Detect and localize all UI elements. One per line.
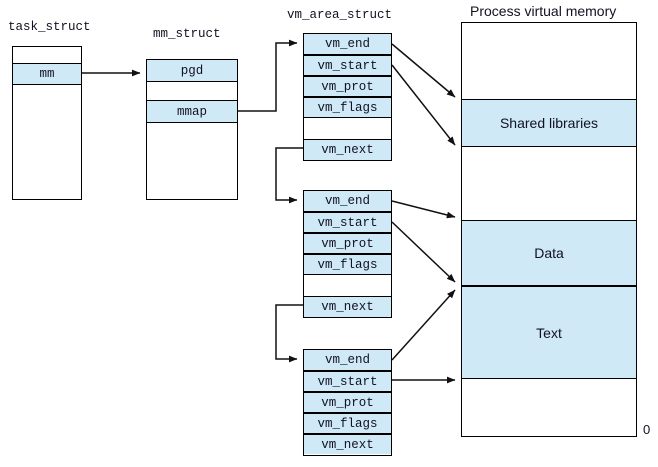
mm-struct-title: mm_struct (153, 27, 221, 41)
vm-area-0-field-vm-start[interactable]: vm_start (304, 55, 391, 76)
vm-area-1-field-vm-end[interactable]: vm_end (304, 191, 391, 212)
vm-area-2-field-vm-next[interactable]: vm_next (304, 434, 391, 454)
mm-struct-box: pgd mmap (146, 59, 238, 200)
vm-area-struct-block-1: vm_end vm_start vm_prot vm_flags vm_next (303, 190, 392, 318)
vm-area-0-field-vm-next[interactable]: vm_next (304, 139, 391, 160)
wire-vma1-start-to-data-bottom (391, 221, 456, 283)
vm-area-0-field-vm-prot[interactable]: vm_prot (304, 76, 391, 97)
mm-struct-field-empty-1 (147, 82, 237, 100)
mm-struct-field-pgd[interactable]: pgd (147, 60, 237, 82)
vm-area-1-field-vm-flags[interactable]: vm_flags (304, 254, 391, 275)
vm-area-2-field-vm-start[interactable]: vm_start (304, 371, 391, 392)
wire-mmap-to-vma0 (238, 39, 298, 112)
mm-struct-field-empty-2 (147, 123, 237, 199)
vm-area-struct-title: vm_area_struct (287, 8, 393, 22)
process-memory-title: Process virtual memory (470, 3, 617, 19)
vm-area-0-field-vm-flags[interactable]: vm_flags (304, 97, 391, 118)
memory-segment-data[interactable]: Data (462, 220, 636, 286)
vm-area-1-field-vm-next[interactable]: vm_next (304, 296, 391, 317)
vm-area-0-field-empty (304, 118, 391, 139)
task-struct-field-empty-bottom (13, 85, 81, 199)
memory-segment-bottom-empty (462, 379, 636, 436)
vm-area-struct-block-0: vm_end vm_start vm_prot vm_flags vm_next (303, 33, 392, 161)
process-memory-box: Shared libraries Data Text (461, 22, 637, 437)
zero-address-label: 0 (643, 422, 651, 437)
vm-area-0-field-vm-end[interactable]: vm_end (304, 34, 391, 55)
vm-area-1-field-empty (304, 275, 391, 296)
memory-segment-top-empty (462, 23, 636, 99)
task-struct-title: task_struct (8, 20, 91, 34)
wire-vma2-end-to-text-top (391, 289, 456, 361)
vm-area-2-field-vm-flags[interactable]: vm_flags (304, 413, 391, 434)
task-struct-field-mm[interactable]: mm (13, 63, 81, 85)
mm-struct-field-mmap[interactable]: mmap (147, 100, 237, 123)
task-struct-box: mm (12, 46, 82, 200)
task-struct-field-empty-top (13, 47, 81, 63)
memory-segment-shared-libraries[interactable]: Shared libraries (462, 99, 636, 147)
wire-vma0-start-to-shlib-bottom (391, 64, 456, 146)
wire-vma1-end-to-data-top (391, 200, 456, 219)
memory-segment-gap (462, 147, 636, 220)
vm-area-1-field-vm-prot[interactable]: vm_prot (304, 233, 391, 254)
wire-vma0-end-to-shlib-top (391, 43, 456, 98)
wire-vma0-next-to-vma1 (275, 147, 303, 204)
memory-segment-text[interactable]: Text (462, 286, 636, 379)
vm-area-struct-block-2: vm_end vm_start vm_prot vm_flags vm_next (303, 349, 392, 456)
vm-area-2-field-vm-end[interactable]: vm_end (304, 350, 391, 371)
vm-area-2-field-vm-prot[interactable]: vm_prot (304, 392, 391, 413)
vm-area-1-field-vm-start[interactable]: vm_start (304, 212, 391, 233)
wire-vma1-next-to-vma2 (275, 304, 303, 363)
